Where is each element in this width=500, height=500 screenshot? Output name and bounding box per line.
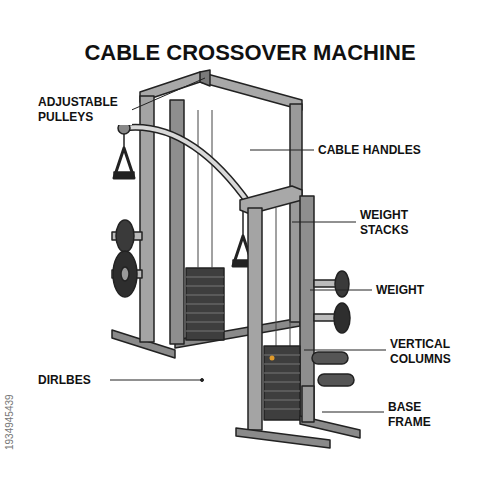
- diagram-title: CABLE CROSSOVER MACHINE: [0, 40, 500, 66]
- cable: [198, 110, 199, 268]
- roller-pad: [312, 352, 348, 364]
- stock-id: 1934945439: [4, 394, 15, 450]
- cable: [276, 208, 277, 350]
- vertical-column: [248, 208, 262, 430]
- leader-line: [304, 350, 386, 351]
- part-label: WEIGHT STACKS: [358, 208, 442, 238]
- roller-pad: [318, 374, 354, 386]
- leader-line: [322, 412, 384, 413]
- part-label: WEIGHT: [374, 283, 468, 298]
- weight-plate: [113, 251, 137, 297]
- cable: [212, 110, 213, 268]
- part-label: CABLE HANDLES: [316, 143, 460, 158]
- pin: [270, 356, 275, 361]
- leader-line: [310, 290, 372, 291]
- leader-line: [292, 222, 356, 223]
- part-label: DIRLBES: [36, 373, 110, 388]
- part-label: BASE FRAME: [386, 400, 460, 430]
- base-post: [302, 386, 314, 422]
- leader-line: [98, 380, 202, 381]
- base-frame: [236, 428, 330, 448]
- part-label: ADJUSTABLE PULLEYS: [36, 95, 132, 125]
- cable: [123, 134, 125, 148]
- plate-hub: [121, 267, 129, 281]
- vertical-column: [140, 96, 154, 342]
- weight-stack: [186, 268, 224, 340]
- cable-handle: [114, 148, 134, 178]
- leader-line: [250, 150, 314, 151]
- part-label: VERTICAL COLUMNS: [388, 337, 482, 367]
- cable: [290, 204, 291, 346]
- weight-plate: [116, 220, 134, 252]
- weight-stack: [264, 346, 300, 420]
- cable-arm: [124, 127, 250, 205]
- top-beam: [140, 72, 302, 110]
- weight-plate: [335, 271, 349, 297]
- weight-plate: [334, 303, 350, 333]
- cable-arm: [124, 127, 250, 205]
- handle-grip: [114, 172, 134, 178]
- cable: [242, 210, 244, 236]
- leader-dot: [201, 379, 204, 382]
